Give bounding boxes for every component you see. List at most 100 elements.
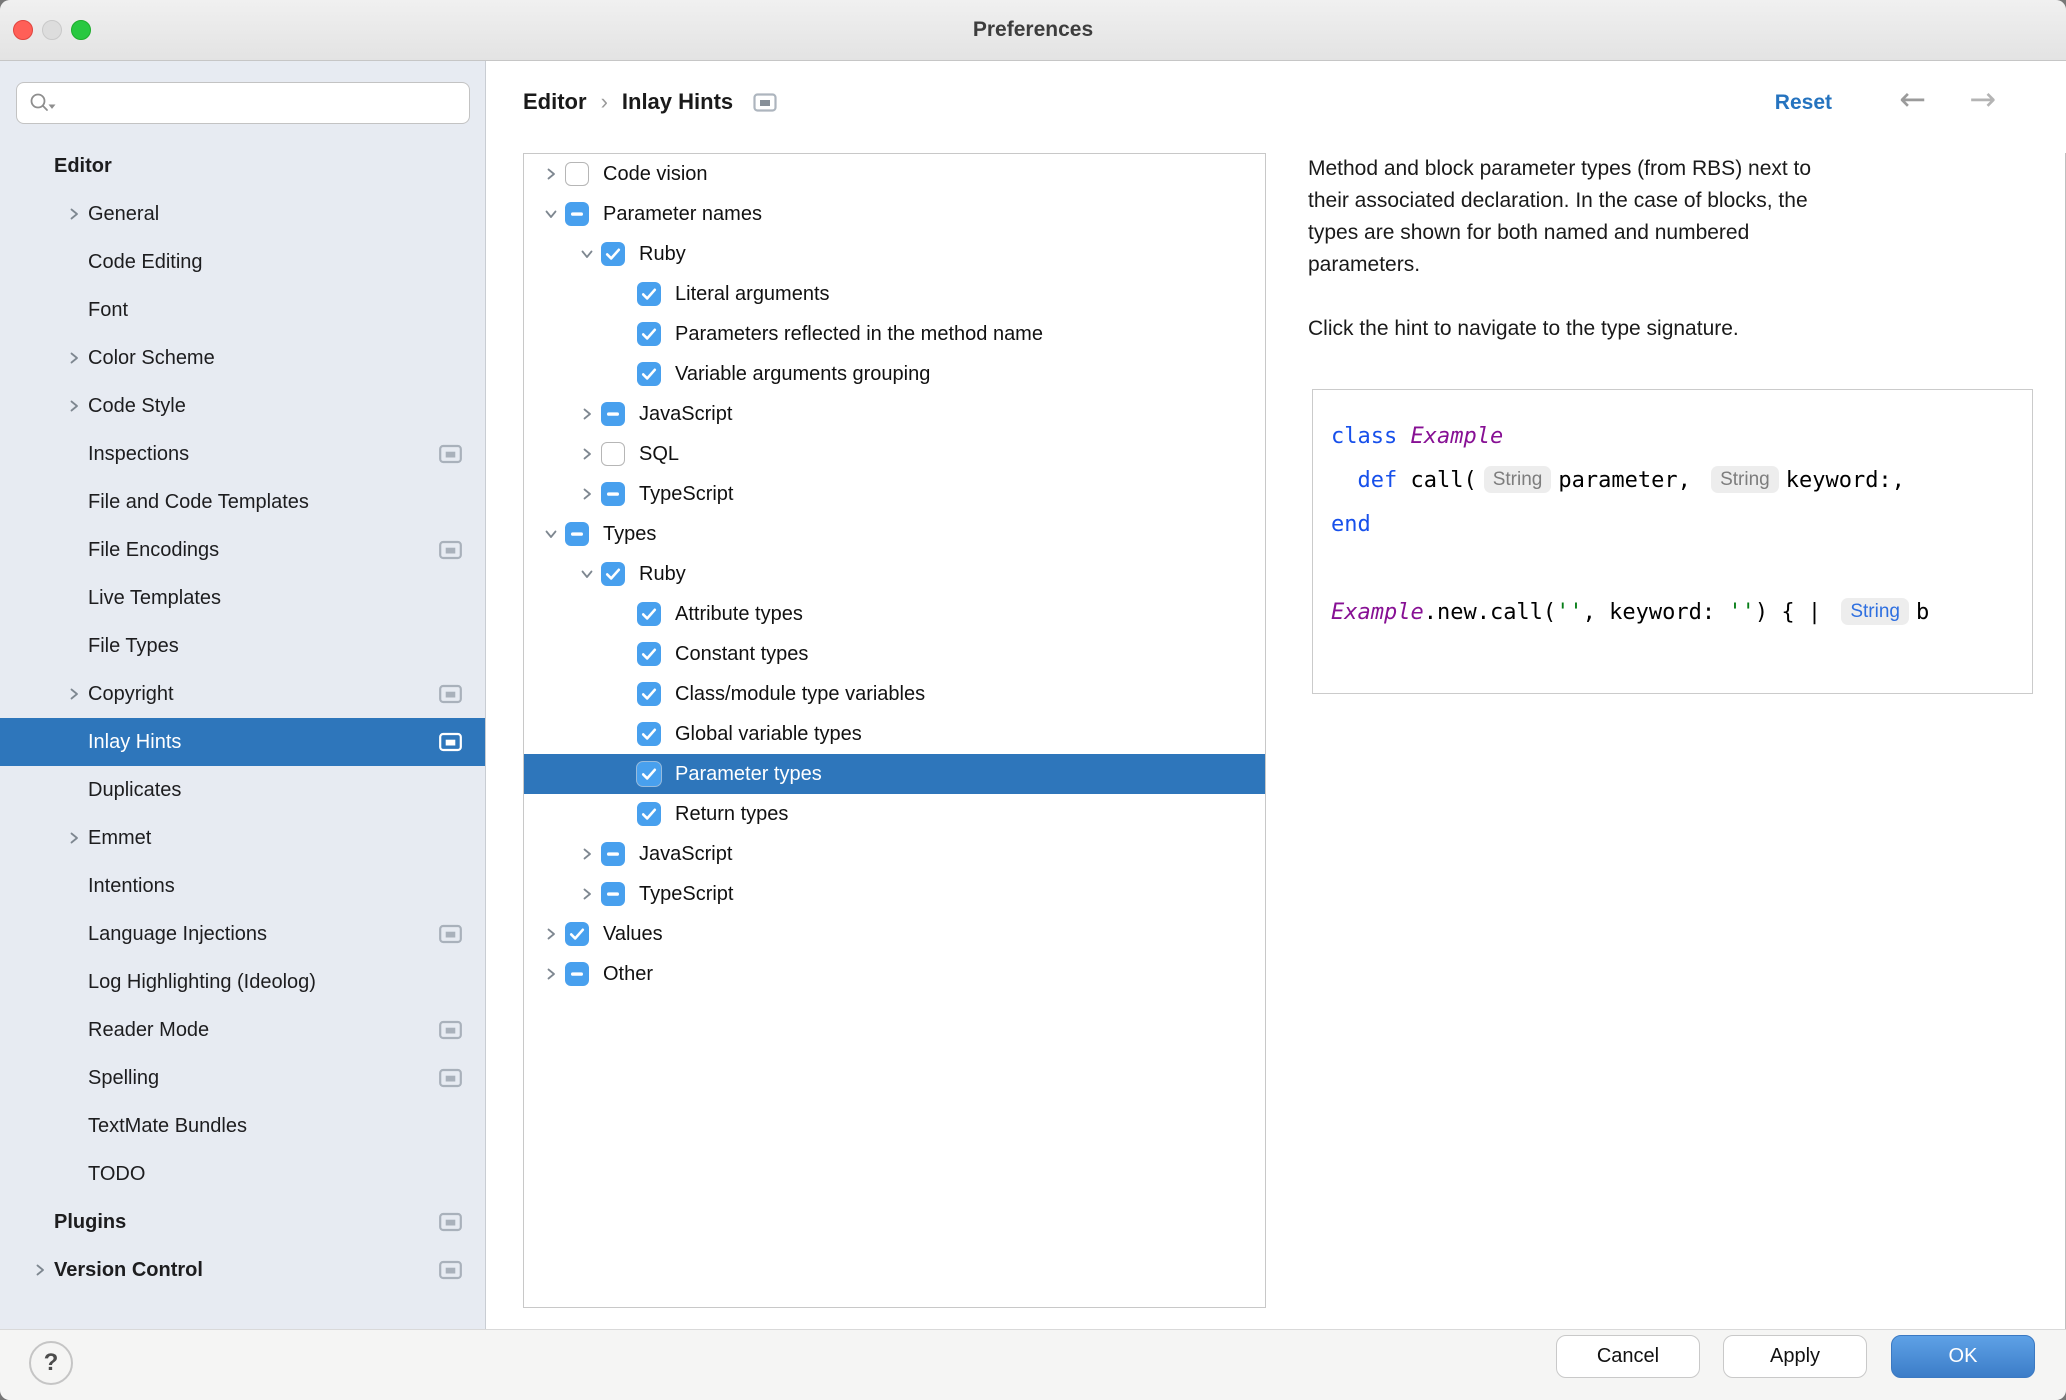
sidebar-item-todo[interactable]: TODO bbox=[0, 1150, 485, 1198]
tree-item-variable-arguments-grouping[interactable]: Variable arguments grouping bbox=[524, 354, 1265, 394]
inlay-hint-pill[interactable]: String bbox=[1711, 465, 1779, 493]
close-window-button[interactable] bbox=[13, 20, 33, 40]
breadcrumb-section[interactable]: Editor bbox=[523, 89, 587, 114]
chevron-right-icon[interactable] bbox=[573, 486, 601, 502]
chevron-right-icon[interactable] bbox=[537, 926, 565, 942]
checkbox-partial[interactable] bbox=[601, 842, 625, 866]
checkbox-partial[interactable] bbox=[601, 482, 625, 506]
tree-item-ruby[interactable]: Ruby bbox=[524, 234, 1265, 274]
sidebar-item-file-and-code-templates[interactable]: File and Code Templates bbox=[0, 478, 485, 526]
tree-item-global-variable-types[interactable]: Global variable types bbox=[524, 714, 1265, 754]
sidebar-item-textmate-bundles[interactable]: TextMate Bundles bbox=[0, 1102, 485, 1150]
sidebar-item-inspections[interactable]: Inspections bbox=[0, 430, 485, 478]
sidebar-item-log-highlighting-ideolog[interactable]: Log Highlighting (Ideolog) bbox=[0, 958, 485, 1006]
forward-arrow-icon[interactable]: → bbox=[1969, 80, 1996, 118]
tree-item-values[interactable]: Values bbox=[524, 914, 1265, 954]
checkbox-checked[interactable] bbox=[637, 682, 661, 706]
sidebar-item-copyright[interactable]: Copyright bbox=[0, 670, 485, 718]
apply-button[interactable]: Apply bbox=[1723, 1335, 1867, 1378]
sidebar-item-reader-mode[interactable]: Reader Mode bbox=[0, 1006, 485, 1054]
checkbox-partial[interactable] bbox=[601, 882, 625, 906]
chevron-right-icon[interactable] bbox=[60, 686, 88, 702]
reset-link[interactable]: Reset bbox=[1774, 91, 1832, 114]
sidebar-item-code-editing[interactable]: Code Editing bbox=[0, 238, 485, 286]
chevron-right-icon[interactable] bbox=[537, 166, 565, 182]
sidebar-item-version-control[interactable]: Version Control bbox=[0, 1246, 485, 1294]
sidebar-item-code-style[interactable]: Code Style bbox=[0, 382, 485, 430]
sidebar-item-file-types[interactable]: File Types bbox=[0, 622, 485, 670]
tree-item-parameters-reflected-in-the-method-name[interactable]: Parameters reflected in the method name bbox=[524, 314, 1265, 354]
chevron-down-icon[interactable] bbox=[537, 526, 565, 542]
sidebar-item-plugins[interactable]: Plugins bbox=[0, 1198, 485, 1246]
checkbox-checked[interactable] bbox=[637, 282, 661, 306]
sidebar-item-editor[interactable]: Editor bbox=[0, 142, 485, 190]
chevron-down-icon[interactable] bbox=[537, 206, 565, 222]
sidebar-item-font[interactable]: Font bbox=[0, 286, 485, 334]
sidebar-item-language-injections[interactable]: Language Injections bbox=[0, 910, 485, 958]
sidebar-item-emmet[interactable]: Emmet bbox=[0, 814, 485, 862]
sidebar-item-spelling[interactable]: Spelling bbox=[0, 1054, 485, 1102]
checkbox-checked[interactable] bbox=[637, 362, 661, 386]
chevron-right-icon[interactable] bbox=[573, 446, 601, 462]
checkbox-checked[interactable] bbox=[601, 242, 625, 266]
zoom-window-button[interactable] bbox=[71, 20, 91, 40]
chevron-right-icon[interactable] bbox=[60, 206, 88, 222]
tree-item-constant-types[interactable]: Constant types bbox=[524, 634, 1265, 674]
chevron-right-icon[interactable] bbox=[26, 1262, 54, 1278]
search-input[interactable] bbox=[59, 91, 459, 115]
tree-item-parameter-types[interactable]: Parameter types bbox=[524, 754, 1265, 794]
checkbox-partial[interactable] bbox=[565, 522, 589, 546]
ok-button[interactable]: OK bbox=[1891, 1335, 2035, 1378]
checkbox-checked[interactable] bbox=[637, 322, 661, 346]
chevron-right-icon[interactable] bbox=[60, 830, 88, 846]
checkbox-unchecked[interactable] bbox=[565, 162, 589, 186]
checkbox-checked[interactable] bbox=[637, 642, 661, 666]
chevron-right-icon[interactable] bbox=[573, 886, 601, 902]
cancel-button[interactable]: Cancel bbox=[1556, 1335, 1700, 1378]
checkbox-checked[interactable] bbox=[565, 922, 589, 946]
back-arrow-icon[interactable]: ← bbox=[1899, 80, 1926, 118]
sidebar-item-duplicates[interactable]: Duplicates bbox=[0, 766, 485, 814]
checkbox-partial[interactable] bbox=[565, 202, 589, 226]
checkbox-checked[interactable] bbox=[637, 722, 661, 746]
help-button[interactable]: ? bbox=[29, 1341, 73, 1385]
sidebar-item-general[interactable]: General bbox=[0, 190, 485, 238]
tree-item-typescript[interactable]: TypeScript bbox=[524, 874, 1265, 914]
search-icon[interactable] bbox=[27, 91, 59, 115]
chevron-right-icon[interactable] bbox=[60, 350, 88, 366]
tree-item-attribute-types[interactable]: Attribute types bbox=[524, 594, 1265, 634]
sidebar-item-color-scheme[interactable]: Color Scheme bbox=[0, 334, 485, 382]
chevron-down-icon[interactable] bbox=[573, 566, 601, 582]
chevron-right-icon[interactable] bbox=[537, 966, 565, 982]
tree-item-typescript[interactable]: TypeScript bbox=[524, 474, 1265, 514]
checkbox-partial[interactable] bbox=[601, 402, 625, 426]
chevron-right-icon[interactable] bbox=[573, 846, 601, 862]
checkbox-checked[interactable] bbox=[601, 562, 625, 586]
inlay-hint-pill[interactable]: String bbox=[1841, 597, 1909, 625]
tree-item-code-vision[interactable]: Code vision bbox=[524, 154, 1265, 194]
checkbox-checked[interactable] bbox=[637, 602, 661, 626]
chevron-right-icon[interactable] bbox=[60, 398, 88, 414]
tree-item-javascript[interactable]: JavaScript bbox=[524, 834, 1265, 874]
checkbox-unchecked[interactable] bbox=[601, 442, 625, 466]
checkbox-checked[interactable] bbox=[637, 802, 661, 826]
sidebar-item-live-templates[interactable]: Live Templates bbox=[0, 574, 485, 622]
tree-item-parameter-names[interactable]: Parameter names bbox=[524, 194, 1265, 234]
inlay-hint-pill[interactable]: String bbox=[1483, 465, 1552, 493]
sidebar-item-file-encodings[interactable]: File Encodings bbox=[0, 526, 485, 574]
checkbox-partial[interactable] bbox=[565, 962, 589, 986]
tree-item-ruby[interactable]: Ruby bbox=[524, 554, 1265, 594]
chevron-right-icon[interactable] bbox=[573, 406, 601, 422]
tree-item-literal-arguments[interactable]: Literal arguments bbox=[524, 274, 1265, 314]
tree-item-types[interactable]: Types bbox=[524, 514, 1265, 554]
sidebar-item-intentions[interactable]: Intentions bbox=[0, 862, 485, 910]
tree-item-class-module-type-variables[interactable]: Class/module type variables bbox=[524, 674, 1265, 714]
tree-item-javascript[interactable]: JavaScript bbox=[524, 394, 1265, 434]
checkbox-checked[interactable] bbox=[637, 762, 661, 786]
tree-item-other[interactable]: Other bbox=[524, 954, 1265, 994]
tree-item-sql[interactable]: SQL bbox=[524, 434, 1265, 474]
chevron-down-icon[interactable] bbox=[573, 246, 601, 262]
tree-item-return-types[interactable]: Return types bbox=[524, 794, 1265, 834]
sidebar-item-inlay-hints[interactable]: Inlay Hints bbox=[0, 718, 485, 766]
settings-search-box[interactable] bbox=[16, 82, 470, 124]
